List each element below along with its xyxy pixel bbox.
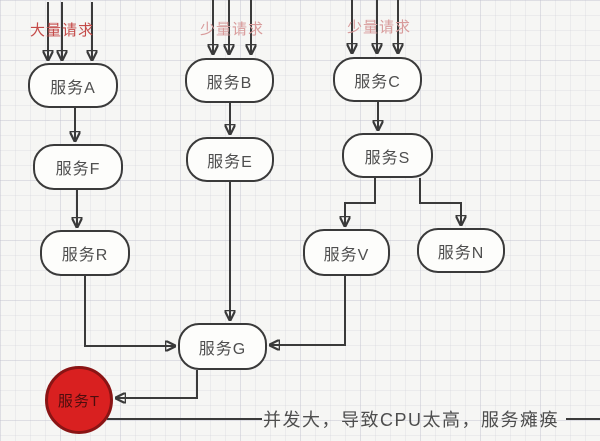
edge-v-g [271,276,346,345]
node-service-a: 服务A [28,63,118,108]
traffic-label-light-c: 少量请求 [347,19,412,36]
edge-s-n [419,178,461,224]
annotation-text: 并发大，导致CPU太高，服务瘫痪 [263,410,560,430]
traffic-label-light-b: 少量请求 [200,21,265,38]
node-service-n: 服务N [417,228,505,273]
traffic-label-heavy: 大量请求 [30,22,95,39]
node-service-t-failed: 服务T [45,366,113,434]
node-service-v: 服务V [303,229,390,276]
edge-g-t [117,370,198,398]
node-service-r: 服务R [40,230,130,276]
edge-s-v [345,178,376,225]
node-service-f: 服务F [33,144,123,190]
node-service-b: 服务B [185,58,274,103]
node-service-e: 服务E [186,137,274,182]
edge-r-g [84,276,174,346]
node-service-s: 服务S [342,133,433,178]
node-service-c: 服务C [333,57,422,102]
node-service-g: 服务G [178,323,267,370]
